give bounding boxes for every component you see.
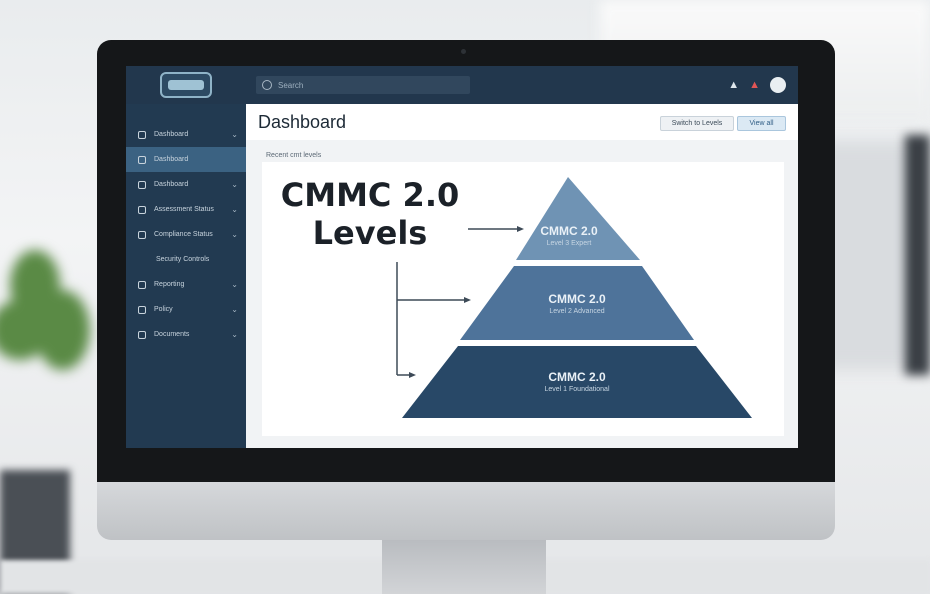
screen: Search ▲ ▲ Dashboard ⌄ Dashboard Dashboa… bbox=[126, 66, 798, 448]
monitor-stand bbox=[382, 540, 546, 594]
sidebar-item-compliance-status[interactable]: Compliance Status ⌄ bbox=[126, 222, 246, 247]
sidebar-item-dashboard-2[interactable]: Dashboard ⌄ bbox=[126, 172, 246, 197]
page-header: Dashboard Switch to Levels View all bbox=[246, 104, 798, 140]
bell-icon[interactable]: ▲ bbox=[728, 79, 740, 91]
arrow-head-bottom bbox=[409, 372, 416, 378]
chevron-down-icon: ⌄ bbox=[231, 280, 238, 289]
document-icon bbox=[138, 305, 146, 314]
clock-icon bbox=[138, 205, 146, 214]
level-label-top: CMMC 2.0 Level 3 Expert bbox=[540, 224, 598, 247]
logo[interactable] bbox=[160, 72, 212, 98]
search-input[interactable]: Search bbox=[256, 76, 470, 94]
pyramid-tier-bottom bbox=[402, 346, 752, 418]
camera-icon bbox=[461, 49, 466, 54]
level-label-bottom: CMMC 2.0 Level 1 Foundational bbox=[544, 370, 610, 393]
top-bar: Search ▲ ▲ bbox=[126, 66, 798, 104]
cmmc-title-line1: CMMC 2.0 bbox=[280, 176, 460, 214]
cmmc-title-line2: Levels bbox=[312, 214, 428, 252]
sidebar: Dashboard ⌄ Dashboard Dashboard ⌄ Assess… bbox=[126, 104, 246, 448]
main-content: Dashboard Switch to Levels View all Rece… bbox=[246, 104, 798, 448]
sidebar-item-assessment-status[interactable]: Assessment Status ⌄ bbox=[126, 197, 246, 222]
avatar[interactable] bbox=[770, 77, 786, 93]
home-icon bbox=[138, 130, 146, 139]
pyramid-graphic bbox=[396, 177, 752, 418]
chevron-down-icon: ⌄ bbox=[231, 305, 238, 314]
sidebar-item-documents[interactable]: Documents ⌄ bbox=[126, 322, 246, 347]
sidebar-item-dashboard-active[interactable]: Dashboard bbox=[126, 147, 246, 172]
view-all-button[interactable]: View all bbox=[737, 116, 786, 131]
cmmc-card: CMMC 2.0 Levels CMMC 2.0 Level 3 Exper bbox=[262, 162, 784, 436]
cmmc-title: CMMC 2.0 Levels bbox=[270, 176, 470, 252]
monitor-chin bbox=[97, 482, 835, 540]
sidebar-item-policy[interactable]: Policy ⌄ bbox=[126, 297, 246, 322]
arrow-head-top bbox=[517, 226, 524, 232]
search-placeholder: Search bbox=[278, 80, 304, 90]
chevron-down-icon: ⌄ bbox=[231, 205, 238, 214]
folder-icon bbox=[138, 330, 146, 339]
alert-icon[interactable]: ▲ bbox=[749, 79, 760, 91]
background-dark-panel bbox=[905, 135, 930, 375]
sidebar-item-reporting[interactable]: Reporting ⌄ bbox=[126, 272, 246, 297]
chevron-down-icon: ⌄ bbox=[231, 180, 238, 189]
shield-icon bbox=[138, 230, 146, 239]
grid-icon bbox=[138, 155, 146, 164]
sidebar-item-security-controls[interactable]: Security Controls bbox=[156, 256, 210, 263]
chevron-down-icon: ⌄ bbox=[231, 330, 238, 339]
chevron-down-icon: ⌄ bbox=[231, 130, 238, 139]
chevron-down-icon: ⌄ bbox=[231, 230, 238, 239]
page-title: Dashboard bbox=[258, 112, 347, 132]
level-label-middle: CMMC 2.0 Level 2 Advanced bbox=[548, 292, 606, 315]
arrow-head-middle bbox=[464, 297, 471, 303]
search-icon bbox=[262, 80, 272, 90]
plant bbox=[0, 250, 100, 410]
chart-icon bbox=[138, 180, 146, 189]
section-label: Recent cmt levels bbox=[266, 152, 322, 159]
pyramid-tier-top bbox=[516, 177, 640, 260]
top-icons: ▲ ▲ bbox=[728, 77, 786, 93]
report-icon bbox=[138, 280, 146, 289]
pyramid-tier-middle bbox=[460, 266, 694, 340]
sidebar-item-dashboard[interactable]: Dashboard ⌄ bbox=[126, 122, 246, 147]
switch-levels-button[interactable]: Switch to Levels bbox=[660, 116, 734, 131]
